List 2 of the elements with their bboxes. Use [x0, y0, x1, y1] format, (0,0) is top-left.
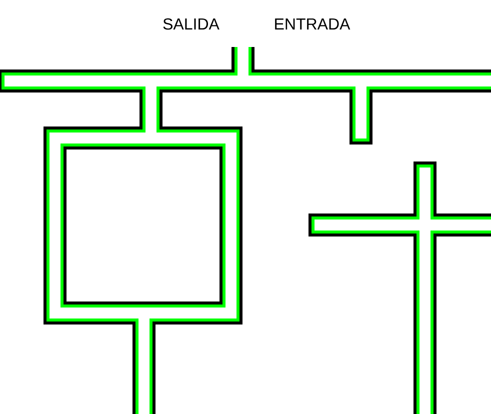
pipe-label: SALIDA [163, 18, 220, 30]
pipe-label: ENTRADA [275, 18, 350, 30]
